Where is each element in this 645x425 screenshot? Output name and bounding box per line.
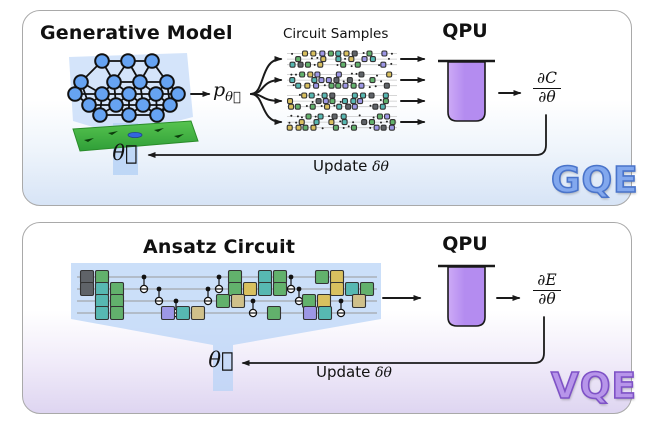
vqe-update-word: Update (316, 363, 371, 381)
vqe-gradient-fraction: ∂E ∂θ (527, 271, 567, 309)
gqe-title: Generative Model (40, 22, 233, 44)
vqe-panel (22, 222, 632, 414)
branch-arrows (250, 56, 283, 125)
gqe-graphics (67, 50, 547, 175)
neural-network-graphic (67, 53, 186, 123)
circuit-samples-label: Circuit Samples (283, 26, 389, 42)
vqe-title: Ansatz Circuit (143, 236, 296, 258)
circuit-sample (286, 113, 397, 131)
vqe-badge: VQE (550, 365, 638, 408)
vqe-gradient-denominator: ∂θ (538, 290, 556, 309)
vqe-theta-label: θ⃗ (208, 348, 234, 372)
vqe-graphics (71, 263, 545, 391)
prob-theta-sub: θ⃗ (225, 89, 241, 105)
gqe-qpu-graphic (438, 59, 495, 122)
circuit-sample (287, 71, 397, 89)
gqe-gradient-denominator: ∂θ (538, 88, 556, 107)
gqe-gradient-fraction: ∂C ∂θ (527, 69, 567, 107)
green-plane (72, 120, 199, 152)
vqe-update-delta: δθ (375, 365, 392, 381)
ansatz-circuit-graphic (77, 269, 377, 321)
gqe-gradient-numerator: ∂C (533, 69, 561, 90)
gqe-update-delta: δθ (372, 159, 389, 175)
prob-p: p (213, 79, 226, 101)
gqe-feedback-arrow (147, 114, 547, 158)
circuit-sample (286, 92, 397, 110)
gqe-badge: GQE (550, 159, 639, 202)
vqe-gradient-numerator: ∂E (533, 271, 561, 292)
vqe-update-label: Update δθ (316, 363, 392, 381)
gqe-qpu-label: QPU (442, 20, 488, 42)
vqe-qpu-graphic (438, 264, 495, 327)
gqe-update-label: Update δθ (313, 157, 389, 175)
vqe-qpu-label: QPU (442, 233, 488, 255)
gqe-update-word: Update (313, 157, 368, 175)
vqe-feedback-arrow (241, 316, 545, 366)
prob-distribution-label: pθ⃗ (213, 79, 241, 105)
circuit-sample (287, 50, 397, 68)
gqe-panel (22, 10, 632, 206)
gqe-theta-label: θ⃗ (112, 141, 138, 165)
